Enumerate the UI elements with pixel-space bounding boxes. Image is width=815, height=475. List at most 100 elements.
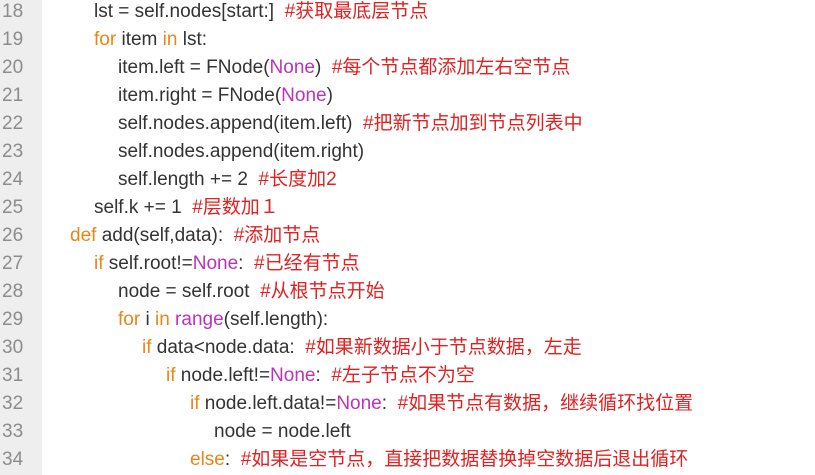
- code-comment: #左子节点不为空: [331, 365, 475, 386]
- line-number: 20: [2, 57, 24, 78]
- line-number: 21: [2, 85, 24, 106]
- line-code: self.nodes.append(item.right): [118, 138, 364, 166]
- code-text: node = self.root: [118, 281, 261, 302]
- code-line: 32 if node.left.data!=None: #如果节点有数据，继续循环…: [0, 390, 815, 418]
- code-line: 25 self.k += 1 #层数加１: [0, 194, 815, 222]
- line-number-gutter: [0, 0, 42, 475]
- line-code: self.nodes.append(item.left) #把新节点加到节点列表…: [118, 110, 583, 138]
- code-keyword: def: [70, 225, 97, 246]
- code-line: 27 if self.root!=None: #已经有节点: [0, 250, 815, 278]
- line-number: 18: [2, 1, 24, 22]
- code-keyword: in: [162, 29, 178, 50]
- code-keyword: for: [94, 29, 117, 50]
- code-comment: #如果新数据小于节点数据，左走: [305, 337, 582, 358]
- code-text: item.right = FNode(: [118, 85, 282, 106]
- line-number: 30: [2, 337, 24, 358]
- code-text: item: [116, 29, 163, 50]
- line-number: 29: [2, 309, 24, 330]
- code-text: self.length += 2: [118, 169, 259, 190]
- code-line: 23 self.nodes.append(item.right): [0, 138, 815, 166]
- line-number: 33: [2, 421, 24, 442]
- code-text: node.left.data!=: [199, 393, 337, 414]
- code-line: 31 if node.left!=None: #左子节点不为空: [0, 362, 815, 390]
- code-text: add(self,data):: [96, 225, 234, 246]
- code-builtin: None: [281, 85, 327, 106]
- code-builtin: None: [270, 365, 316, 386]
- line-number: 31: [2, 365, 24, 386]
- line-code: node = node.left: [214, 418, 351, 446]
- code-comment: #添加节点: [233, 225, 321, 246]
- code-text: :: [224, 449, 241, 470]
- code-text: lst:: [177, 29, 207, 50]
- line-code: if data<node.data: #如果新数据小于节点数据，左走: [142, 334, 582, 362]
- code-keyword: if: [142, 337, 152, 358]
- code-line: 26 def add(self,data): #添加节点: [0, 222, 815, 250]
- code-line: 29 for i in range(self.length):: [0, 306, 815, 334]
- line-code: if node.left!=None: #左子节点不为空: [166, 362, 475, 390]
- line-number: 26: [2, 225, 24, 246]
- code-comment: #如果节点有数据，继续循环找位置: [397, 393, 694, 414]
- line-code: def add(self,data): #添加节点: [70, 222, 320, 250]
- line-number: 22: [2, 113, 24, 134]
- code-text: self.root!=: [103, 253, 193, 274]
- line-number: 27: [2, 253, 24, 274]
- code-text: node = node.left: [214, 421, 351, 442]
- code-comment: #每个节点都添加左右空节点: [331, 57, 571, 78]
- code-text: ): [314, 57, 332, 78]
- code-comment: #如果是空节点，直接把数据替换掉空数据后退出循环: [240, 449, 689, 470]
- code-text: ): [326, 85, 333, 106]
- line-number: 28: [2, 281, 24, 302]
- line-code: for item in lst:: [94, 26, 207, 54]
- code-keyword: for: [118, 309, 141, 330]
- code-line: 33 node = node.left: [0, 418, 815, 446]
- code-keyword: if: [94, 253, 104, 274]
- code-builtin: None: [192, 253, 239, 274]
- line-code: self.length += 2 #长度加2: [118, 166, 337, 194]
- line-number: 25: [2, 197, 24, 218]
- line-number: 32: [2, 393, 24, 414]
- code-keyword: else: [190, 449, 225, 470]
- code-builtin: range: [175, 309, 224, 330]
- code-text: node.left!=: [175, 365, 271, 386]
- code-text: self.k += 1: [94, 197, 193, 218]
- code-text: :: [381, 393, 398, 414]
- line-code: if self.root!=None: #已经有节点: [94, 250, 360, 278]
- line-code: if node.left.data!=None: #如果节点有数据，继续循环找位…: [190, 390, 693, 418]
- code-line: 28 node = self.root #从根节点开始: [0, 278, 815, 306]
- code-line: 20 item.left = FNode(None) #每个节点都添加左右空节点: [0, 54, 815, 82]
- code-line: 21 item.right = FNode(None): [0, 82, 815, 110]
- line-code: for i in range(self.length):: [118, 306, 328, 334]
- code-comment: #从根节点开始: [260, 281, 385, 302]
- code-text: self.nodes.append(item.left): [118, 113, 364, 134]
- code-text: self.nodes.append(item.right): [118, 141, 365, 162]
- line-code: item.right = FNode(None): [118, 82, 333, 110]
- code-line: 30 if data<node.data: #如果新数据小于节点数据，左走: [0, 334, 815, 362]
- line-code: self.k += 1 #层数加１: [94, 194, 279, 222]
- code-keyword: if: [166, 365, 176, 386]
- line-code: node = self.root #从根节点开始: [118, 278, 385, 306]
- code-builtin: None: [336, 393, 382, 414]
- code-text: i: [140, 309, 155, 330]
- line-number: 24: [2, 169, 24, 190]
- code-text: lst = self.nodes[start:]: [94, 1, 285, 22]
- code-keyword: if: [190, 393, 200, 414]
- code-line: 18 lst = self.nodes[start:] #获取最底层节点: [0, 0, 815, 26]
- line-number: 23: [2, 141, 24, 162]
- line-number: 19: [2, 29, 24, 50]
- line-code: else: #如果是空节点，直接把数据替换掉空数据后退出循环: [190, 446, 688, 474]
- line-number: 34: [2, 449, 24, 470]
- code-line: 34 else: #如果是空节点，直接把数据替换掉空数据后退出循环: [0, 446, 815, 474]
- code-text: (self.length):: [223, 309, 329, 330]
- code-comment: #已经有节点: [254, 253, 360, 274]
- code-text: :: [238, 253, 255, 274]
- code-text: data<node.data:: [151, 337, 306, 358]
- code-line: 22 self.nodes.append(item.left) #把新节点加到节点…: [0, 110, 815, 138]
- line-code: item.left = FNode(None) #每个节点都添加左右空节点: [118, 54, 570, 82]
- code-keyword: in: [154, 309, 170, 330]
- code-text: :: [315, 365, 332, 386]
- code-builtin: None: [269, 57, 315, 78]
- code-line: 19 for item in lst:: [0, 26, 815, 54]
- line-code: lst = self.nodes[start:] #获取最底层节点: [94, 0, 428, 26]
